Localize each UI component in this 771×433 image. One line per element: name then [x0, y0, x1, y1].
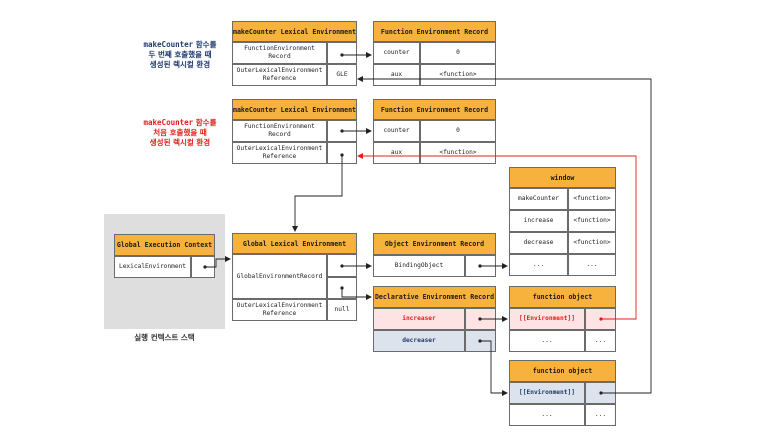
window-val-more: ...: [568, 254, 616, 276]
mc-env-1-title: makeCounter Lexical Environment: [232, 21, 357, 42]
window-val-makecounter: <function>: [568, 188, 616, 210]
fer-1-title: Function Environment Record: [373, 21, 496, 42]
der-title: Declarative Environment Record: [373, 286, 496, 308]
fo-2-more-val: ...: [585, 404, 616, 426]
window-key-more: ...: [509, 254, 568, 276]
stack-caption: 실행 컨텍스트 스택: [134, 333, 195, 342]
der-increaser-slot: [465, 308, 496, 330]
window-val-increase: <function>: [568, 210, 616, 232]
oer-title: Object Environment Record: [373, 233, 496, 255]
fo-1-more-key: ...: [509, 330, 585, 352]
gle-title: Global Lexical Environment: [232, 233, 357, 254]
window-val-decrease: <function>: [568, 232, 616, 254]
der-decreaser-cell: decreaser: [373, 330, 465, 352]
fer-2-val-counter: 0: [420, 120, 496, 142]
fo-2-title: function object: [509, 360, 616, 382]
gle-record-slot-1: [327, 254, 357, 277]
mc-env-1-fer-slot: [327, 42, 357, 64]
window-key-increase: increase: [509, 210, 568, 232]
window-key-decrease: decrease: [509, 232, 568, 254]
window-key-makecounter: makeCounter: [509, 188, 568, 210]
oer-binding-cell: BindingObject: [373, 255, 465, 277]
fer-1-key-counter: counter: [373, 42, 420, 64]
first-call-label: makeCounter 함수를 두 번째 호출했을 때 생성된 렉시컬 환경: [143, 40, 217, 69]
fo-1-more-val: ...: [585, 330, 616, 352]
gle-outer-cell: OuterLexicalEnvironment Reference: [232, 299, 327, 321]
fo-2-more-key: ...: [509, 404, 585, 426]
fo-1-title: function object: [509, 286, 616, 308]
gec-lexical-env-cell: LexicalEnvironment: [114, 256, 191, 278]
fo-2-env-cell: [[Environment]]: [509, 382, 585, 404]
mc-env-2-outer-slot: [327, 142, 357, 164]
fer-1-val-aux: <function>: [420, 64, 496, 86]
fer-2-title: Function Environment Record: [373, 99, 496, 120]
gle-outer-null: null: [327, 299, 357, 321]
gle-record-slot-2: [327, 277, 357, 299]
gec-title: Global Execution Context: [114, 234, 215, 256]
mc-env-1-fer-cell: FunctionEnvironment Record: [232, 42, 327, 64]
mc-env-2-fer-cell: FunctionEnvironment Record: [232, 120, 327, 142]
fo-2-env-slot: [585, 382, 616, 404]
mc-env-1-gle-ref: GLE: [327, 64, 357, 86]
oer-binding-slot: [465, 255, 496, 277]
mc-env-2-title: makeCounter Lexical Environment: [232, 99, 357, 120]
fo-1-env-cell: [[Environment]]: [509, 308, 585, 330]
mc-env-1-outer-cell: OuterLexicalEnvironment Reference: [232, 64, 327, 86]
der-increaser-cell: increaser: [373, 308, 465, 330]
gle-record-cell: GlobalEnvironmentRecord: [232, 254, 327, 299]
arrow-mc2-outer-to-gle: [292, 155, 343, 232]
der-decreaser-slot: [465, 330, 496, 352]
fer-1-val-counter: 0: [420, 42, 496, 64]
window-title: window: [509, 167, 616, 188]
fer-2-key-counter: counter: [373, 120, 420, 142]
fo-1-env-slot: [585, 308, 616, 330]
mc-env-2-fer-slot: [327, 120, 357, 142]
fer-1-key-aux: aux: [373, 64, 420, 86]
second-call-label: makeCounter 함수를 처음 호출했을 때 생성된 렉시컬 환경: [143, 118, 217, 147]
fer-2-val-aux: <function>: [420, 142, 496, 164]
fer-2-key-aux: aux: [373, 142, 420, 164]
mc-env-2-outer-cell: OuterLexicalEnvironment Reference: [232, 142, 327, 164]
gec-lexical-env-slot: [191, 256, 215, 278]
